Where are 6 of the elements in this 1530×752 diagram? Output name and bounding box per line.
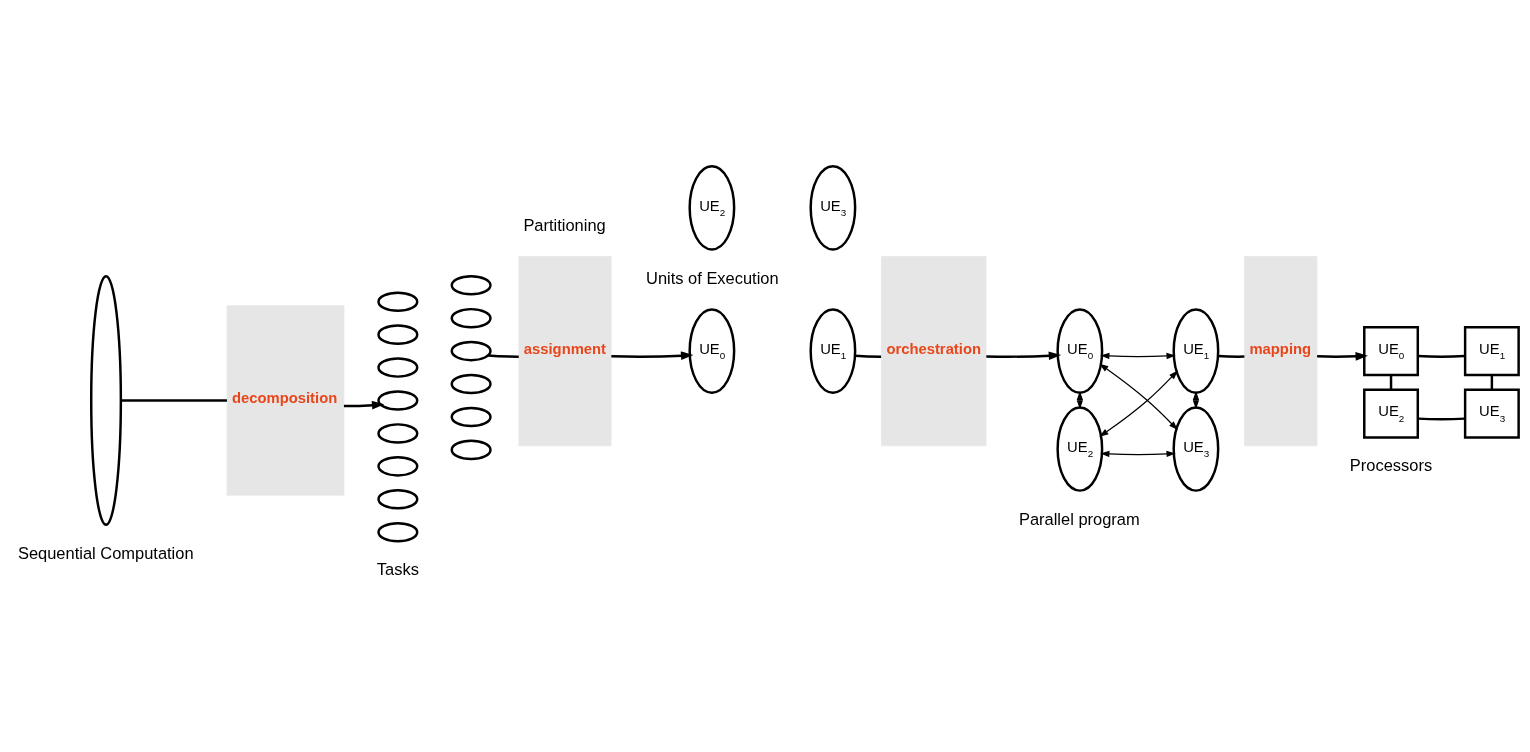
label: Processors <box>1349 456 1433 475</box>
label: Parallel program <box>1018 509 1140 528</box>
node-label: Sequential Computation <box>17 543 194 562</box>
label: Units of Execution <box>646 268 779 287</box>
label: Partitioning <box>523 215 606 234</box>
label: Tasks <box>376 560 419 579</box>
